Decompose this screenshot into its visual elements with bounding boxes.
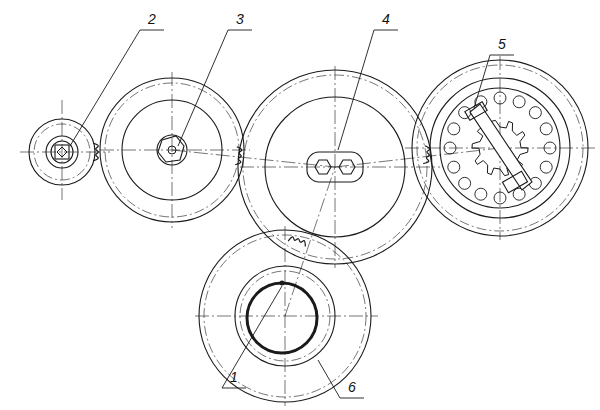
mesh-teeth [93,143,98,161]
ring-hole [540,161,552,173]
ring-hole [540,123,552,135]
pitch-circle [34,124,90,180]
shaft-ring [247,283,317,353]
hub-square [55,145,69,159]
ring-hole [448,161,460,173]
pawl-bar [470,104,532,190]
leader-line [222,286,282,388]
ring-hole [444,142,456,154]
callout-number: 5 [491,35,513,53]
callout-number: 3 [229,10,251,28]
gear-circle [157,135,187,165]
ring-hole [529,107,541,119]
gear-circle [29,119,95,185]
gear-circle [199,230,371,402]
callout-number: 6 [341,378,363,396]
pitch-circle [240,271,330,361]
mesh-teeth [235,147,242,165]
mesh-teeth [423,146,430,164]
pitch-circle [204,235,366,397]
ring-hole [459,107,471,119]
leader-line [318,360,364,398]
callout-number: 4 [375,10,397,28]
pitch-circle [417,65,583,231]
gear-circle [235,266,335,366]
ring-hole [513,96,525,108]
callout-number: 1 [223,368,245,386]
hub-plate [307,152,363,182]
callout-number: 2 [141,10,163,28]
ring-hole [494,192,506,204]
cam-pin [168,146,176,154]
gear-circle [430,78,570,218]
gear-circle [51,141,73,163]
hex-nut [315,160,331,174]
pitch-circle [105,83,239,217]
hex-nut [339,160,355,174]
ring-hole [544,142,556,154]
hub-diamond [57,147,67,157]
cam-shape [158,136,184,162]
mesh-teeth [288,236,307,247]
ring-hole [513,188,525,200]
ring-hole [459,177,471,189]
shaft-dot [280,281,285,286]
leader-line [70,30,164,146]
gear-circle [100,78,244,222]
ring-hole [494,92,506,104]
gear-circle [412,60,588,236]
ring-hole [475,188,487,200]
gear-circle [122,100,222,200]
leader-line [338,30,398,150]
gear-circle [265,97,405,237]
leader-line [474,55,514,108]
ring-hole [448,123,460,135]
pawl-end [502,171,527,192]
leader-line [178,30,252,146]
pawl-end [465,102,487,121]
gear-circle [440,88,560,208]
